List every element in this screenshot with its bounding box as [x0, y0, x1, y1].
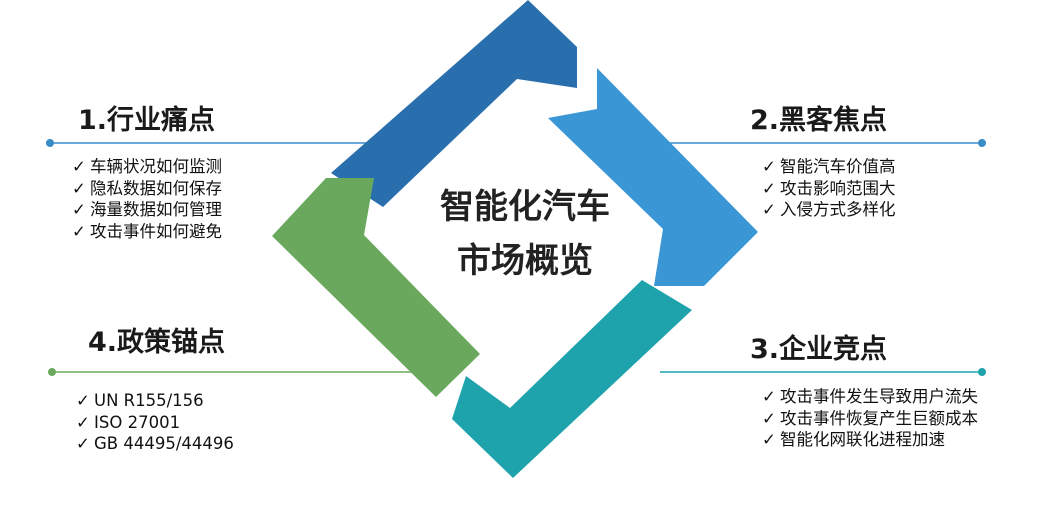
dot-icon-4 [48, 368, 56, 376]
list-item: ✓攻击事件发生导致用户流失 [762, 387, 978, 406]
check-icon: ✓ [762, 157, 776, 176]
check-icon: ✓ [762, 387, 776, 406]
list-item: ✓入侵方式多样化 [762, 200, 896, 219]
check-icon: ✓ [72, 178, 86, 198]
dot-icon-3 [978, 368, 986, 376]
section-title-policy-anchor: 4.政策锚点 [88, 327, 226, 358]
check-icon: ✓ [72, 221, 86, 241]
list-item: ✓隐私数据如何保存 [72, 178, 222, 198]
list-item: ✓智能汽车价值高 [762, 157, 896, 176]
dot-icon-2 [978, 139, 986, 147]
section-title-industry-pain: 1.行业痛点 [78, 105, 216, 136]
section-title-hacker-focus: 2.黑客焦点 [750, 105, 888, 136]
section-list-industry-pain: ✓车辆状况如何监测 ✓隐私数据如何保存 ✓海量数据如何管理 ✓攻击事件如何避免 [72, 156, 222, 242]
segment-light-blue [548, 68, 758, 286]
check-icon: ✓ [762, 408, 776, 428]
list-item: ✓UN R155/156 [76, 391, 204, 410]
section-list-enterprise-competition: ✓攻击事件发生导致用户流失 ✓攻击事件恢复产生巨额成本 ✓智能化网联化进程加速 [762, 386, 978, 451]
list-item: ✓攻击影响范围大 [762, 178, 896, 198]
list-item: ✓GB 44495/44496 [76, 434, 234, 453]
check-icon: ✓ [762, 178, 776, 198]
check-icon: ✓ [762, 430, 776, 449]
segment-teal [452, 280, 692, 478]
list-item: ✓海量数据如何管理 [72, 200, 222, 219]
check-icon: ✓ [76, 391, 90, 410]
list-item: ✓攻击事件如何避免 [72, 221, 222, 241]
check-icon: ✓ [76, 412, 90, 432]
section-list-policy-anchor: ✓UN R155/156 ✓ISO 27001 ✓GB 44495/44496 [76, 390, 234, 455]
check-icon: ✓ [762, 200, 776, 219]
center-title-line2: 市场概览 [457, 241, 593, 281]
check-icon: ✓ [72, 157, 86, 176]
list-item: ✓智能化网联化进程加速 [762, 430, 945, 449]
check-icon: ✓ [76, 434, 90, 453]
segment-dark-blue [331, 0, 577, 207]
center-title-line1: 智能化汽车 [440, 187, 610, 227]
check-icon: ✓ [72, 200, 86, 219]
segment-green [272, 178, 480, 397]
section-list-hacker-focus: ✓智能汽车价值高 ✓攻击影响范围大 ✓入侵方式多样化 [762, 156, 896, 221]
list-item: ✓ISO 27001 [76, 412, 181, 432]
section-title-enterprise-competition: 3.企业竞点 [750, 334, 888, 365]
center-title: 智能化汽车 市场概览 [398, 180, 652, 288]
list-item: ✓攻击事件恢复产生巨额成本 [762, 408, 978, 428]
dot-icon-1 [46, 139, 54, 147]
list-item: ✓车辆状况如何监测 [72, 157, 222, 176]
